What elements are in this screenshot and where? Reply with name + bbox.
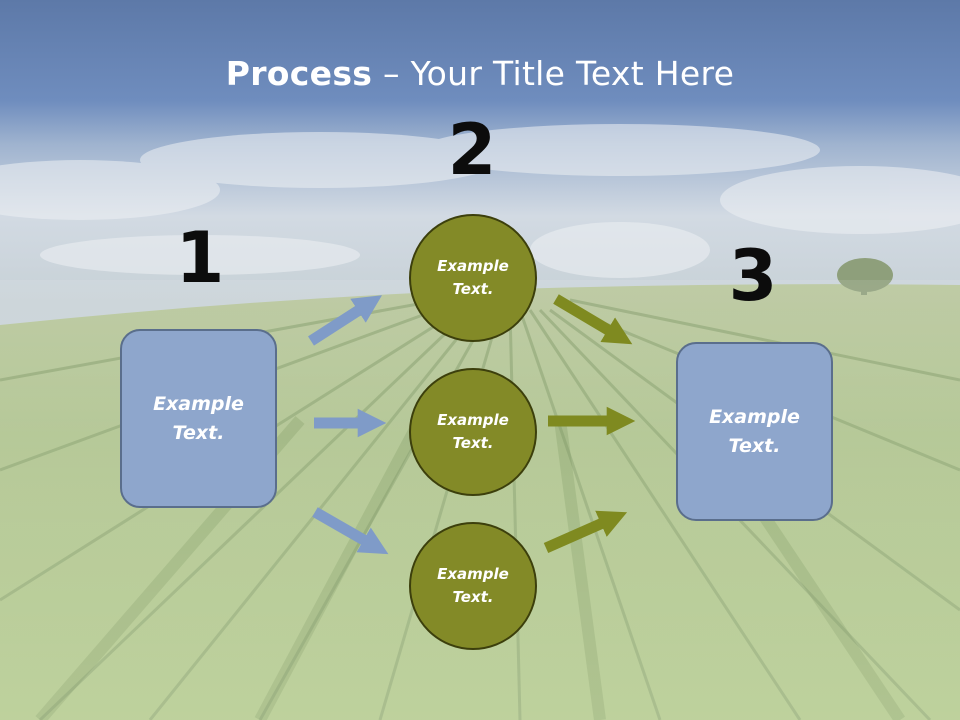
title-bold: Process: [225, 54, 373, 93]
arrow-left-to-top: [308, 295, 383, 346]
arrow-bottom-to-right: [543, 510, 628, 554]
circle-node-bottom[interactable]: Example Text.: [409, 522, 537, 650]
start-box[interactable]: Example Text.: [120, 329, 277, 508]
circle-node-middle[interactable]: Example Text.: [409, 368, 537, 496]
end-box-label: Example Text.: [709, 405, 800, 457]
arrow-top-to-right: [553, 294, 633, 345]
circle-node-top[interactable]: Example Text.: [409, 214, 537, 342]
step-number-3: 3: [728, 235, 778, 317]
title-rest: – Your Title Text Here: [372, 54, 735, 93]
step-number-2: 2: [447, 109, 497, 191]
circle-node-middle-label: Example Text.: [437, 411, 509, 452]
step-number-1: 1: [175, 217, 225, 299]
arrow-left-to-bottom: [312, 507, 389, 555]
end-box[interactable]: Example Text.: [676, 342, 833, 521]
circle-node-top-label: Example Text.: [437, 257, 509, 298]
slide-title: Process – Your Title Text Here: [0, 52, 960, 96]
circle-node-bottom-label: Example Text.: [437, 565, 509, 606]
start-box-label: Example Text.: [153, 392, 244, 444]
